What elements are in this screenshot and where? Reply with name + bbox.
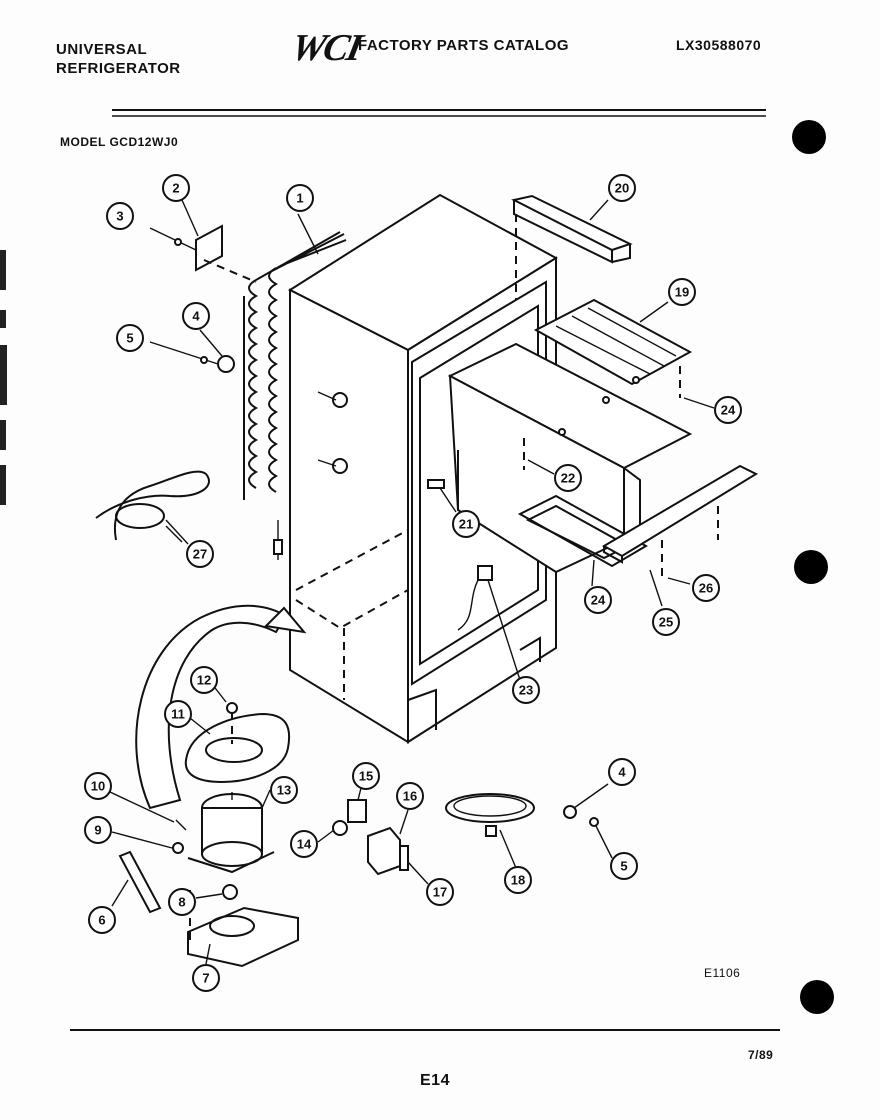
assembly-arrow (135, 604, 307, 810)
binder-hole-icon (792, 120, 826, 154)
callout-label: 22 (561, 471, 575, 486)
callout-2: 2 (162, 174, 190, 202)
callout-5: 5 (116, 324, 144, 352)
callout-24-upper: 24 (714, 396, 742, 424)
part-7-base (187, 884, 299, 968)
callout-22: 22 (554, 464, 582, 492)
callout-label: 11 (171, 707, 185, 722)
part-4-clamp-lower (563, 805, 577, 819)
callout-label: 20 (615, 181, 629, 196)
part-19-top-panel (533, 298, 693, 398)
part-10-screw (175, 819, 187, 831)
callout-label: 16 (403, 789, 417, 804)
callout-label: 8 (178, 895, 185, 910)
part-2-plate (149, 224, 257, 283)
callout-label: 23 (519, 683, 533, 698)
callout-15: 15 (352, 762, 380, 790)
part-23-switch (457, 565, 493, 631)
catalog-title: FACTORY PARTS CATALOG (358, 37, 570, 54)
binder-hole-icon (800, 980, 834, 1014)
callout-label: 25 (659, 615, 673, 630)
callout-label: 15 (359, 769, 373, 784)
callout-label: 7 (202, 971, 209, 986)
part-4-clamp (149, 341, 235, 373)
callout-label: 24 (591, 593, 606, 608)
brand-line-2: REFRIGERATOR (56, 60, 181, 77)
part-25-trim (601, 464, 759, 580)
callout-label: 13 (277, 783, 291, 798)
callout-24-lower: 24 (584, 586, 612, 614)
callout-14: 14 (290, 830, 318, 858)
scan-edge-marks (0, 250, 7, 505)
callout-19: 19 (668, 278, 696, 306)
callout-18: 18 (504, 866, 532, 894)
freezer-compartment (447, 342, 693, 574)
callout-label: 12 (197, 673, 211, 688)
part-21-clip (427, 479, 445, 489)
callout-7: 7 (192, 964, 220, 992)
catalog-number: LX30588070 (676, 37, 762, 53)
brand-name: UNIVERSAL REFRIGERATOR (56, 40, 181, 78)
callout-label: 10 (91, 779, 105, 794)
callout-4: 4 (182, 302, 210, 330)
part-27-harness (95, 470, 210, 545)
callout-label: 4 (618, 765, 626, 780)
diagram-code: E1106 (704, 966, 741, 980)
part-13-compressor (187, 792, 275, 874)
part-11-pad (184, 702, 291, 784)
side-brackets (317, 391, 348, 474)
callout-label: 1 (296, 191, 303, 206)
condenser-coil (243, 231, 347, 560)
callout-8: 8 (168, 888, 196, 916)
part-20-bracket (511, 194, 633, 300)
callout-label: 21 (459, 517, 473, 532)
callout-5-lower: 5 (610, 852, 638, 880)
callout-label: 9 (94, 823, 101, 838)
page-number: E14 (420, 1072, 450, 1089)
callout-13: 13 (270, 776, 298, 804)
callout-label: 26 (699, 581, 713, 596)
callout-label: 14 (297, 837, 312, 852)
callout-label: 19 (675, 285, 689, 300)
callout-27: 27 (186, 540, 214, 568)
callout-1: 1 (286, 184, 314, 212)
model-number: MODEL GCD12WJ0 (60, 135, 179, 149)
callout-23: 23 (512, 676, 540, 704)
callout-3: 3 (106, 202, 134, 230)
part-15-relay (332, 799, 367, 836)
callout-16: 16 (396, 782, 424, 810)
callout-label: 17 (433, 885, 447, 900)
callout-label: 5 (126, 331, 133, 346)
callout-26: 26 (692, 574, 720, 602)
callout-17: 17 (426, 878, 454, 906)
callout-label: 24 (721, 403, 736, 418)
date-code: 7/89 (748, 1048, 774, 1062)
callout-label: 2 (172, 181, 179, 196)
leader-lines (109, 199, 715, 965)
callout-label: 18 (511, 873, 525, 888)
callout-12: 12 (190, 666, 218, 694)
part-9-grommet (172, 842, 184, 854)
part-6-bracket (118, 850, 162, 914)
callout-label: 6 (98, 913, 105, 928)
callout-9: 9 (84, 816, 112, 844)
part-18-cord (445, 793, 535, 837)
callout-25: 25 (652, 608, 680, 636)
callout-label: 4 (192, 309, 200, 324)
callout-label: 3 (116, 209, 123, 224)
callout-4-lower: 4 (608, 758, 636, 786)
brand-line-1: UNIVERSAL (56, 41, 148, 58)
callout-10: 10 (84, 772, 112, 800)
part-5-screw-lower (589, 817, 599, 827)
callout-20: 20 (608, 174, 636, 202)
callout-6: 6 (88, 906, 116, 934)
callout-label: 27 (193, 547, 207, 562)
part-16-capacitor (367, 826, 409, 876)
callout-21: 21 (452, 510, 480, 538)
binder-hole-icon (794, 550, 828, 584)
callout-label: 5 (620, 859, 627, 874)
callout-11: 11 (164, 700, 192, 728)
